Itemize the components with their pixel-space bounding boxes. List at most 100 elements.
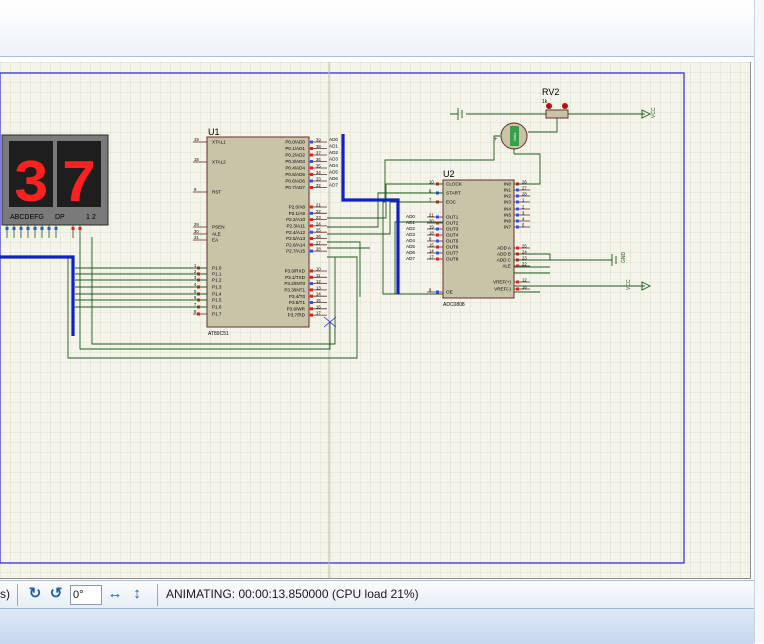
pin-state-marker: [436, 233, 439, 237]
svg-text:P1.1: P1.1: [212, 272, 222, 277]
svg-text:36: 36: [316, 157, 321, 162]
pin-state-marker: [197, 312, 200, 316]
pin-state-marker: [516, 200, 519, 204]
svg-text:P0.7/AD7: P0.7/AD7: [285, 185, 305, 190]
seven-segment-display[interactable]: 3 7 ABCDEFG DP 1 2: [1, 134, 109, 226]
svg-text:OUT6: OUT6: [446, 245, 459, 250]
svg-text:6: 6: [194, 295, 197, 300]
u1-bus-label: AD5: [329, 170, 338, 175]
svg-text:6: 6: [429, 189, 432, 194]
pin-state-marker: [5, 227, 9, 230]
svg-text:27: 27: [316, 240, 321, 245]
pin-state-marker: [516, 207, 519, 211]
svg-text:22: 22: [316, 209, 321, 214]
rotate-counterclockwise-icon[interactable]: ↺: [49, 585, 63, 602]
mirror-horizontal-icon[interactable]: ↔: [107, 585, 123, 602]
pin-state-marker: [71, 227, 75, 230]
pin-state-marker: [310, 282, 313, 286]
pin-state-marker: [516, 287, 519, 291]
pin-state-marker: [310, 218, 313, 222]
separator: [157, 584, 158, 606]
svg-text:P3.4/T0: P3.4/T0: [289, 294, 306, 299]
toolbar-area: [0, 0, 754, 57]
data-bus: [0, 134, 400, 336]
mirror-vertical-icon[interactable]: ↕: [133, 585, 141, 602]
svg-text:P3.3/INT1: P3.3/INT1: [284, 288, 305, 293]
svg-text:24: 24: [522, 250, 527, 255]
u2-bus-label: AD4: [406, 238, 415, 243]
rotation-angle-input[interactable]: [70, 585, 102, 605]
svg-text:P0.3/AD3: P0.3/AD3: [285, 159, 305, 164]
svg-text:OUT3: OUT3: [446, 227, 459, 232]
u1-pin-p0-1-ad1: P0.1/AD1 38: [285, 144, 327, 151]
svg-text:17: 17: [316, 311, 321, 316]
svg-text:EA: EA: [212, 238, 219, 243]
svg-text:P3.6/WR: P3.6/WR: [287, 306, 306, 311]
svg-text:IN5: IN5: [504, 213, 512, 218]
pin-state-marker: [310, 269, 313, 273]
svg-text:P1.6: P1.6: [212, 305, 222, 310]
u1-bus-label: AD0: [329, 137, 338, 142]
u1-bus-label: AD4: [329, 163, 338, 168]
svg-text:7: 7: [194, 302, 197, 307]
pin-state-marker: [436, 221, 439, 225]
svg-text:29: 29: [194, 222, 199, 227]
svg-text:IN0: IN0: [504, 182, 512, 187]
svg-text:P2.6/A14: P2.6/A14: [286, 242, 305, 247]
svg-text:P3.7/RD: P3.7/RD: [288, 313, 306, 318]
svg-text:OUT5: OUT5: [446, 239, 459, 244]
svg-text:P2.7/A15: P2.7/A15: [286, 249, 305, 254]
u2-bus-label: AD6: [406, 250, 415, 255]
svg-text:14: 14: [316, 292, 321, 297]
u2-bus-label: AD3: [406, 232, 415, 237]
ground-power-symbols: [450, 108, 652, 291]
pin-state-marker: [26, 227, 30, 230]
svg-text:5: 5: [194, 289, 197, 294]
pin-state-marker: [310, 153, 313, 157]
window-right-edge: [754, 0, 764, 643]
svg-text:IN1: IN1: [504, 188, 512, 193]
u1-microcontroller[interactable]: U1 AT89C51 19XTAL118XTAL29RST29PSEN30ALE…: [193, 127, 338, 337]
u2-pin-vref-: VREF(+)12: [493, 278, 530, 285]
svg-text:16: 16: [316, 304, 321, 309]
svg-text:27: 27: [522, 186, 527, 191]
svg-text:EOC: EOC: [446, 200, 457, 205]
display-pins: [5, 225, 82, 238]
pin-state-marker: [310, 249, 313, 253]
svg-text:CLOCK: CLOCK: [446, 182, 463, 187]
svg-text:38: 38: [316, 144, 321, 149]
u2-pin-oe: OE9: [427, 288, 453, 295]
u1-bus-label: AD6: [329, 176, 338, 181]
rotate-clockwise-icon[interactable]: ↻: [28, 585, 42, 602]
svg-text:P0.1/AD1: P0.1/AD1: [285, 146, 305, 151]
taskbar-area: [0, 608, 754, 644]
svg-text:12: 12: [522, 278, 527, 283]
svg-text:P1.2: P1.2: [212, 278, 222, 283]
u1-bus-label: AD2: [329, 150, 338, 155]
svg-text:7: 7: [429, 198, 432, 203]
svg-text:IN4: IN4: [504, 207, 512, 212]
svg-text:34: 34: [316, 170, 321, 175]
u2-adc[interactable]: U2 ADC0808 CLOCK10START6EOC7OUT121OUT220…: [406, 169, 530, 308]
svg-text:P1.5: P1.5: [212, 298, 222, 303]
svg-text:ALE: ALE: [212, 232, 221, 237]
svg-text:P2.5/A13: P2.5/A13: [286, 236, 305, 241]
svg-text:P3.5/T1: P3.5/T1: [289, 300, 306, 305]
svg-text:ADD C: ADD C: [497, 258, 512, 263]
svg-text:14: 14: [429, 249, 434, 254]
display-digit-2: 7: [61, 152, 97, 220]
u1-pin-p0-3-ad3: P0.3/AD3 36: [285, 157, 327, 164]
pin-state-marker: [310, 230, 313, 234]
